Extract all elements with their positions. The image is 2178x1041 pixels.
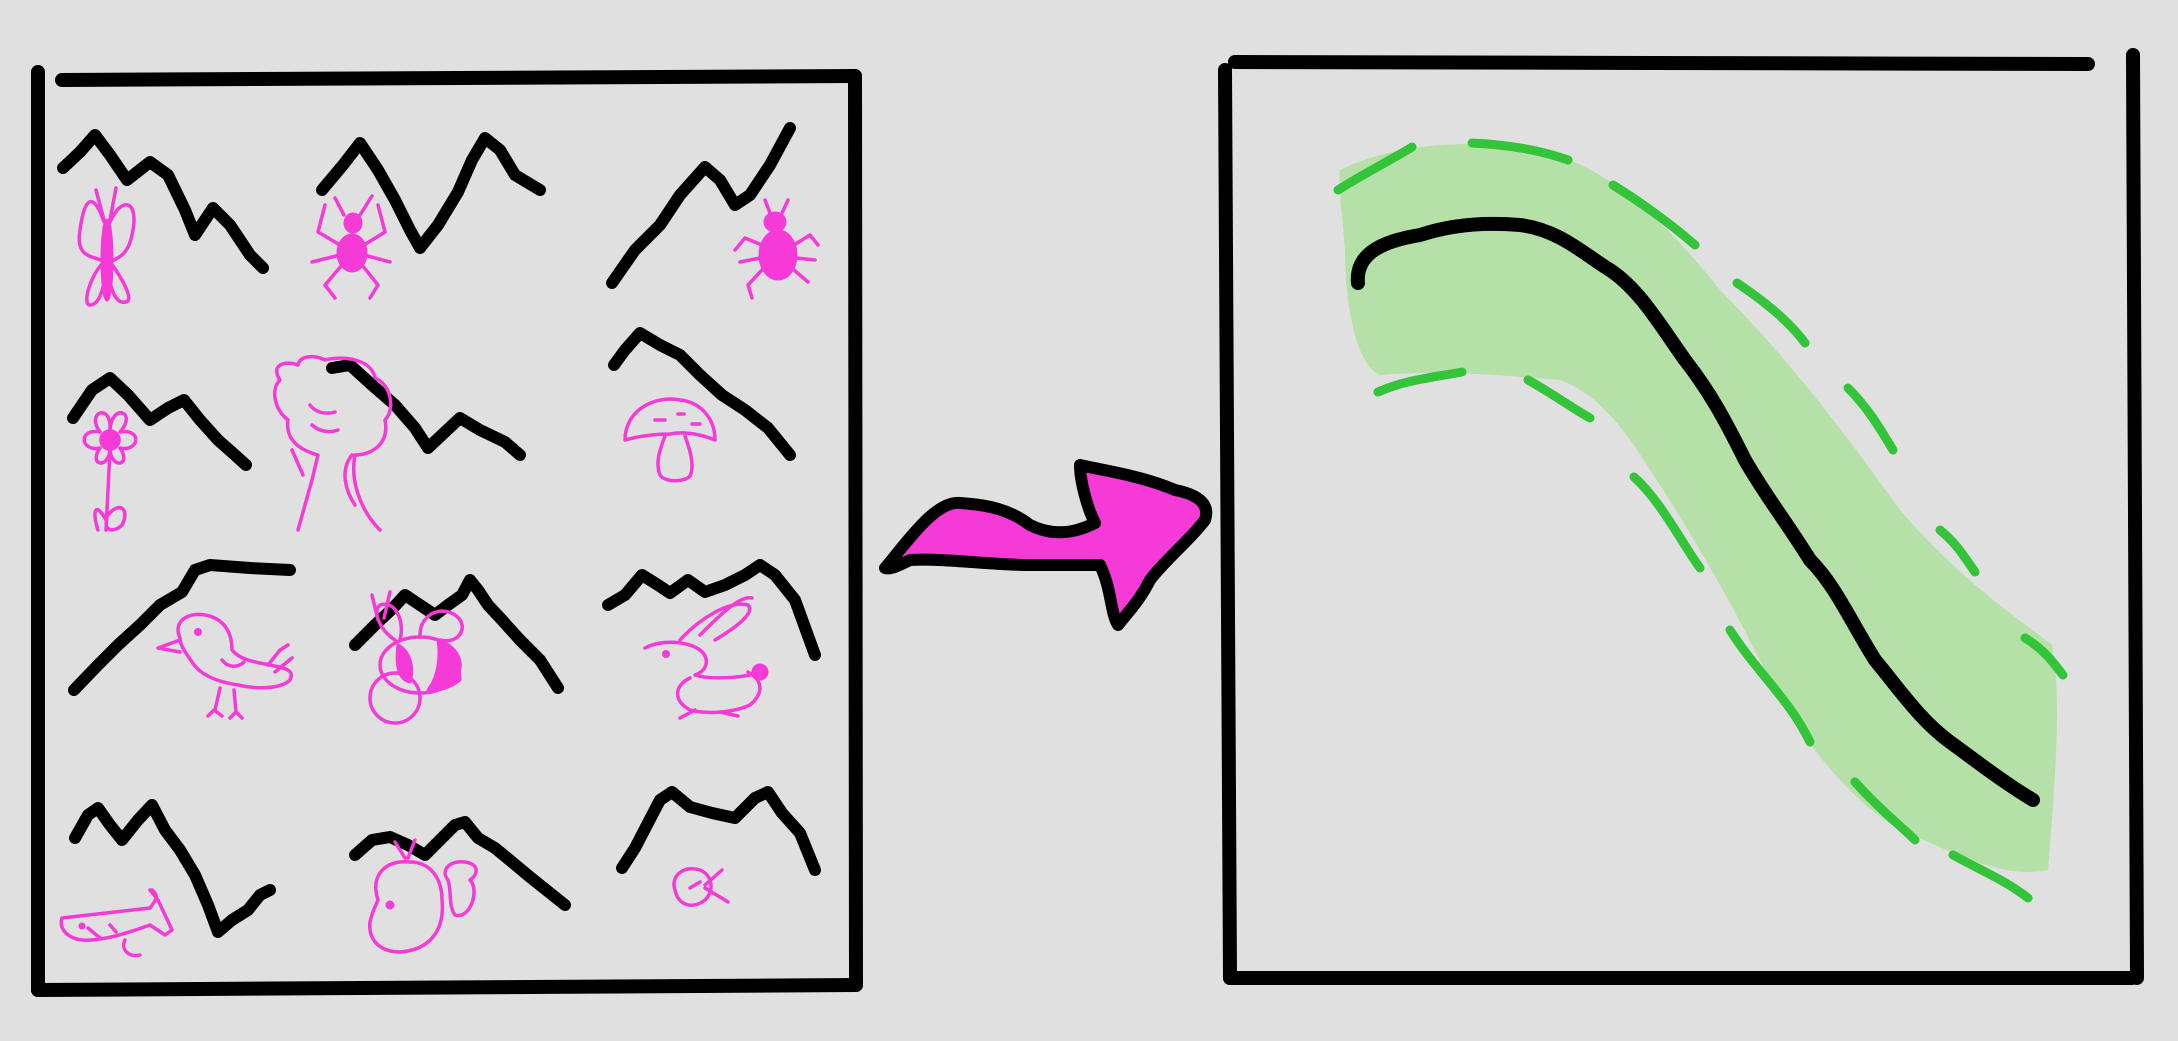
mountain-ridges [57, 122, 821, 938]
ridge-3 [606, 122, 796, 289]
right-panel [1218, 48, 2144, 985]
corridor-path-icon [1350, 216, 2040, 807]
ridge-11 [349, 816, 571, 911]
ridge-1 [57, 129, 269, 274]
mushroom-icon [623, 397, 717, 483]
ridge-12 [616, 786, 821, 876]
whale-icon [368, 838, 478, 954]
rabbit-icon [643, 596, 769, 720]
ridge-9 [602, 559, 821, 661]
right-frame [1218, 48, 2144, 985]
ridge-6 [608, 327, 796, 461]
ridge-2 [316, 132, 546, 254]
bee-icon [368, 590, 464, 725]
left-panel [31, 65, 863, 997]
ridge-8 [349, 574, 564, 694]
spider-icon [310, 194, 392, 300]
ridge-5 [326, 359, 526, 461]
flower-icon [82, 411, 138, 532]
small-fish-icon [672, 867, 730, 907]
butterfly-icon [77, 186, 136, 307]
corridor-edges [1333, 138, 2068, 903]
bird-icon [156, 612, 294, 720]
beetle-icon [733, 198, 820, 300]
tree-icon [272, 354, 393, 532]
left-frame [31, 65, 863, 997]
ridge-10 [69, 799, 276, 938]
ridge-7 [68, 559, 296, 696]
corridor-band [1339, 143, 2057, 872]
fish-icon [59, 888, 174, 958]
arrow-right-icon [879, 459, 1213, 631]
ridge-4 [67, 372, 252, 471]
